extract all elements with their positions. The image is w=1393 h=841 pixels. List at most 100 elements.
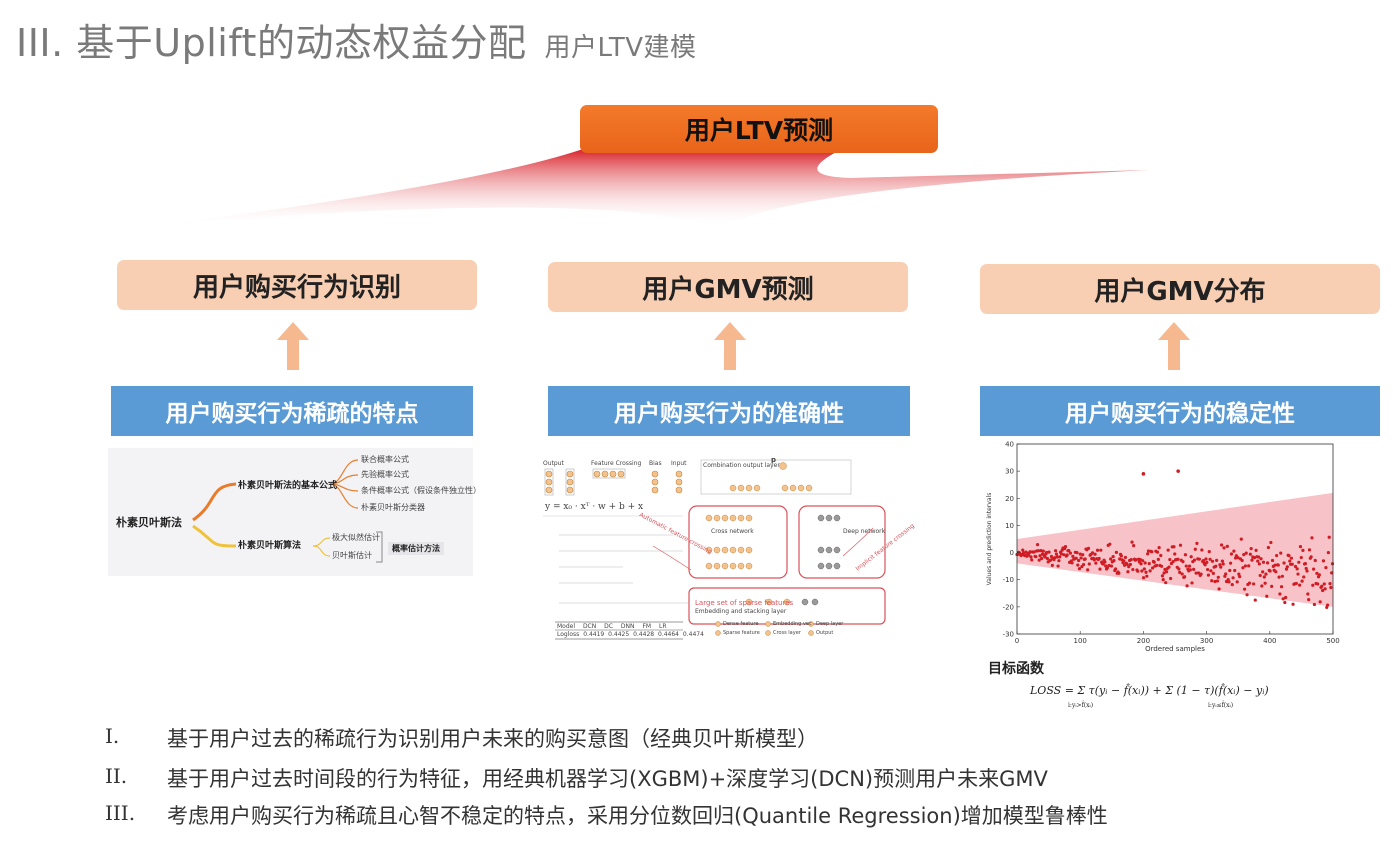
- data-point: [1155, 550, 1160, 554]
- data-point: [1164, 570, 1169, 574]
- data-point: [1263, 581, 1267, 585]
- data-point: [1215, 558, 1219, 562]
- data-point: [1140, 569, 1144, 573]
- data-point: [1325, 603, 1330, 607]
- data-point: [1204, 557, 1208, 561]
- data-point: [1183, 553, 1188, 557]
- data-point: [1189, 555, 1193, 559]
- data-point: [1038, 554, 1042, 558]
- dcn-legend-item: Embedding vec: [773, 621, 812, 627]
- data-point: [1228, 568, 1232, 573]
- objective-label: 目标函数: [988, 661, 1044, 677]
- dcn-diagram: [543, 459, 886, 640]
- data-point: [1183, 575, 1187, 579]
- data-point: [1258, 573, 1262, 578]
- data-point: [1146, 552, 1150, 556]
- data-point: [1128, 562, 1132, 567]
- data-point: [1252, 582, 1256, 586]
- data-point: [1237, 572, 1241, 576]
- data-point: [1221, 562, 1225, 566]
- data-point: [1063, 544, 1068, 549]
- data-point: [1329, 585, 1333, 590]
- data-point: [1265, 561, 1270, 565]
- table-cell: FM: [642, 623, 652, 630]
- table-cell: 0.4419: [583, 631, 605, 638]
- mindmap-branch: 朴素贝叶斯算法: [238, 541, 302, 551]
- data-point: [1201, 559, 1206, 563]
- data-point: [1200, 548, 1204, 552]
- data-point: [1056, 564, 1060, 568]
- data-point: [1134, 558, 1138, 562]
- data-point: [1207, 550, 1211, 554]
- data-point: [1034, 555, 1038, 559]
- slide-title: III. 基于Uplift的动态权益分配用户LTV建模: [16, 12, 697, 67]
- data-point: [1257, 562, 1261, 566]
- data-point: [1281, 597, 1285, 601]
- data-point: [1216, 575, 1220, 579]
- data-point: [1030, 558, 1034, 562]
- data-point: [1181, 560, 1185, 564]
- data-point: [1168, 557, 1172, 562]
- data-point: [1232, 549, 1236, 553]
- data-point: [1248, 552, 1252, 556]
- data-point: [1268, 569, 1272, 573]
- y-tick-label: -30: [1003, 631, 1014, 639]
- data-point: [1144, 570, 1148, 574]
- data-point: [1312, 602, 1317, 607]
- table-cell: DC: [604, 623, 613, 630]
- data-point: [1254, 548, 1258, 552]
- data-point: [1157, 546, 1161, 550]
- table-cell: DNN: [620, 623, 635, 630]
- dcn-architecture-figure: Output Feature Crossing Bias Input y = x…: [543, 456, 916, 640]
- data-point: [1055, 555, 1059, 559]
- goal-box-purchase-recognition: 用户购买行为识别: [117, 260, 477, 310]
- table-cell: Logloss: [557, 631, 580, 638]
- data-point: [1219, 543, 1224, 547]
- data-point: [1071, 554, 1075, 558]
- loss-formula: LOSS = Σ τ(yᵢ − f̂(xᵢ)) + Σ (1 − τ)(f̂(x…: [1030, 684, 1269, 709]
- mindmap-leaf: 贝叶斯估计: [332, 551, 372, 560]
- bullet-number: III.: [105, 801, 136, 825]
- data-point: [1297, 560, 1301, 564]
- goal-box-gmv-prediction: 用户GMV预测: [548, 262, 908, 312]
- data-point: [1054, 552, 1059, 556]
- data-point: [1139, 562, 1143, 566]
- data-point: [1279, 585, 1284, 589]
- dcn-deep-network-label: Deep network: [843, 528, 886, 535]
- data-point: [1316, 582, 1320, 586]
- data-point: [1141, 472, 1146, 476]
- data-point: [1099, 548, 1103, 552]
- data-point: [1305, 569, 1309, 573]
- data-point: [1185, 584, 1189, 588]
- data-point: [1318, 600, 1322, 604]
- data-point: [1195, 541, 1199, 545]
- dcn-legend-item: Sparse feature: [723, 630, 760, 636]
- data-point: [1230, 583, 1234, 587]
- data-point: [1070, 561, 1074, 565]
- data-point: [1054, 549, 1058, 553]
- up-arrow-icon: [714, 322, 746, 370]
- x-tick-label: 300: [1200, 637, 1213, 645]
- data-point: [1193, 547, 1197, 551]
- goal-box-gmv-distribution: 用户GMV分布: [980, 264, 1380, 314]
- dcn-legend-item: Output: [816, 630, 834, 636]
- data-point: [1229, 561, 1233, 565]
- data-point: [1138, 557, 1142, 562]
- data-point: [1145, 574, 1149, 578]
- dcn-embed-label: Embedding and stacking layer: [695, 608, 787, 615]
- mindmap-leaf: 朴素贝叶斯分类器: [361, 503, 425, 512]
- mindmap-branches: [192, 459, 383, 563]
- data-point: [1164, 581, 1168, 585]
- data-point: [1238, 575, 1242, 579]
- data-point: [1150, 550, 1154, 554]
- data-point: [1155, 563, 1159, 568]
- data-point: [1306, 592, 1310, 596]
- data-point: [1043, 555, 1047, 559]
- data-point: [1050, 563, 1054, 567]
- mindmap-leaf: 条件概率公式（假设条件独立性）: [361, 486, 481, 495]
- data-point: [1298, 583, 1302, 587]
- data-point: [1123, 555, 1128, 560]
- data-point: [1317, 573, 1321, 577]
- data-point: [1260, 584, 1264, 588]
